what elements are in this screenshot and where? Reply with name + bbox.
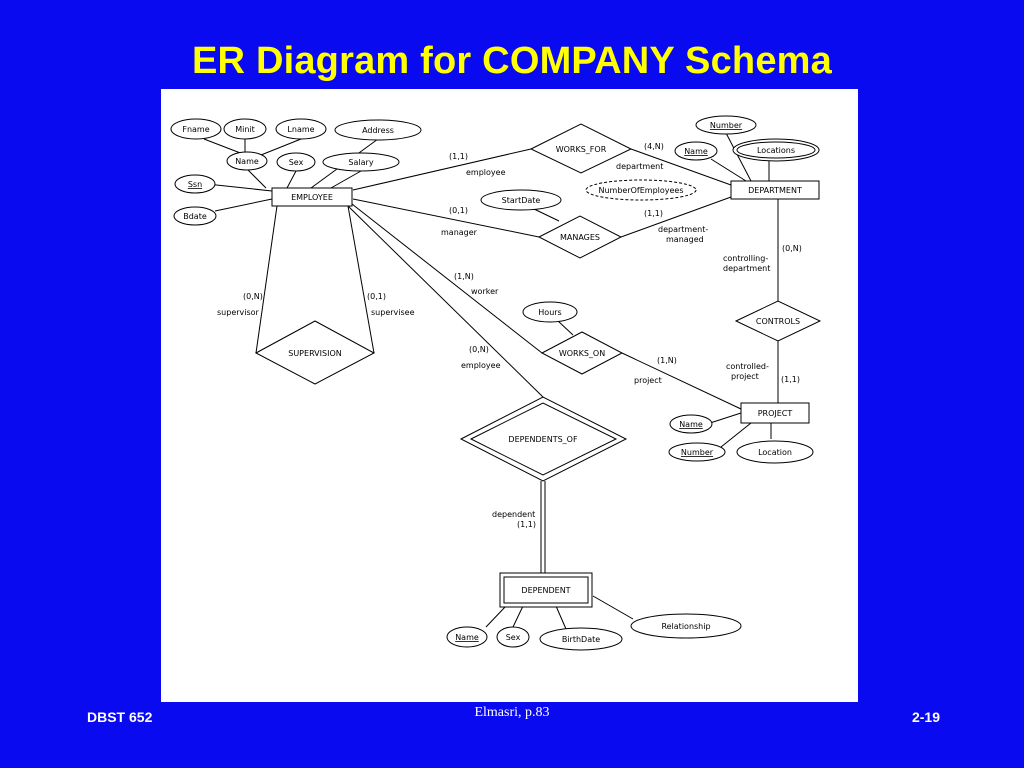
attribute-hours-label: Hours [538,308,561,317]
attribute-dep-sex: Sex [496,626,530,648]
connector-lines [203,132,779,630]
attribute-lname: Lname [275,118,327,140]
attribute-address: Address [334,119,422,141]
relationship-supervision: SUPERVISION [254,320,376,385]
footer-slide-number: 2-19 [911,709,940,725]
role-supervisor: supervisor [217,308,260,317]
relationship-works-for: WORKS_FOR [529,123,633,174]
attribute-dept-name: Name [674,141,718,161]
footer-citation: Elmasri, p.83 [474,705,550,720]
cardinality-supervision-supervisee: (0,1) [367,292,386,301]
footer-course-code: DBST 652 [87,709,153,725]
entity-dependent-label: DEPENDENT [521,586,570,595]
cardinality-controls-department: (0,N) [782,244,802,253]
cardinality-manages-department: (1,1) [644,209,663,218]
role-controlling-department-1: controlling- [723,254,768,263]
entity-department-label: DEPARTMENT [748,186,802,195]
attribute-bdate-label: Bdate [183,212,207,221]
relationship-supervision-label: SUPERVISION [288,349,342,358]
role-supervisee: supervisee [371,308,415,317]
attribute-emp-name: Name [226,151,268,171]
cardinality-works-for-department: (4,N) [644,142,664,151]
slide-title: ER Diagram for COMPANY Schema [192,40,832,82]
cardinality-dependents-of-employee: (0,N) [469,345,489,354]
attribute-proj-number: Number [668,442,726,462]
role-worker: worker [471,287,499,296]
entity-employee-label: EMPLOYEE [291,193,333,202]
role-department-managed-1: department- [658,225,708,234]
cardinality-manages-employee: (0,1) [449,206,468,215]
attribute-birth-date-label: BirthDate [562,635,600,644]
role-employee-2: employee [461,361,501,370]
attribute-proj-location-label: Location [758,448,792,457]
attribute-locations: Locations [732,138,820,162]
attribute-dept-number: Number [695,115,757,135]
role-manager: manager [441,228,478,237]
attribute-proj-number-label: Number [681,448,714,457]
cardinality-supervision-supervisor: (0,N) [243,292,263,301]
relationship-manages-label: MANAGES [560,233,600,242]
role-controlled-project-2: project [731,372,759,381]
relationship-dependents-of-label: DEPENDENTS_OF [508,435,578,444]
relationship-controls: CONTROLS [734,300,822,342]
role-controlled-project-1: controlled- [726,362,769,371]
cardinality-works-on-employee: (1,N) [454,272,474,281]
role-project: project [634,376,662,385]
attribute-start-date: StartDate [480,189,562,211]
attribute-start-date-label: StartDate [502,196,541,205]
role-employee: employee [466,168,506,177]
attribute-address-label: Address [362,126,394,135]
attribute-dep-name: Name [446,626,488,648]
attribute-emp-name-label: Name [235,157,259,166]
cardinality-dependents-of-dependent: (1,1) [517,520,536,529]
attribute-bdate: Bdate [173,206,217,226]
attribute-relationship: Relationship [630,613,742,639]
entity-department: DEPARTMENT [730,180,820,200]
relationship-works-for-label: WORKS_FOR [556,145,607,154]
cardinality-labels: (1,1) employee (4,N) department (0,1) ma… [217,142,802,529]
entity-employee: EMPLOYEE [271,187,353,207]
relationship-works-on: WORKS_ON [540,331,624,375]
role-department-managed-2: managed [666,235,704,244]
attribute-relationship-label: Relationship [661,622,710,631]
er-diagram: EMPLOYEE DEPARTMENT PROJECT DEPENDENT WO… [161,89,858,702]
entity-project-label: PROJECT [758,409,793,418]
attribute-hours: Hours [522,301,578,323]
role-dependent: dependent [492,510,535,519]
attribute-emp-sex: Sex [276,152,316,172]
entity-dependent: DEPENDENT [499,572,593,608]
attribute-fname: Fname [170,118,222,140]
attribute-emp-sex-label: Sex [289,158,304,167]
role-controlling-department-2: department [723,264,770,273]
role-department: department [616,162,663,171]
attribute-dep-sex-label: Sex [506,633,521,642]
attribute-dep-name-label: Name [455,633,479,642]
relationship-controls-label: CONTROLS [756,317,800,326]
attribute-locations-label: Locations [757,146,795,155]
attribute-dept-number-label: Number [710,121,743,130]
attribute-number-of-employees-label: NumberOfEmployees [598,186,683,195]
attribute-salary: Salary [322,152,400,172]
cardinality-controls-project: (1,1) [781,375,800,384]
entity-project: PROJECT [740,402,810,424]
cardinality-works-on-project: (1,N) [657,356,677,365]
attribute-ssn: Ssn [174,174,216,194]
attribute-birth-date: BirthDate [539,627,623,651]
attribute-minit-label: Minit [235,125,255,134]
cardinality-works-for-employee: (1,1) [449,152,468,161]
attribute-proj-name-label: Name [679,420,703,429]
attribute-ssn-label: Ssn [188,180,202,189]
attribute-salary-label: Salary [348,158,373,167]
attribute-proj-name: Name [669,414,713,434]
attribute-minit: Minit [223,118,267,140]
attribute-lname-label: Lname [287,125,314,134]
attribute-dept-name-label: Name [684,147,708,156]
relationship-works-on-label: WORKS_ON [559,349,605,358]
attribute-fname-label: Fname [182,125,209,134]
attribute-number-of-employees: NumberOfEmployees [585,179,697,201]
relationship-manages: MANAGES [537,215,623,259]
attribute-proj-location: Location [736,440,814,464]
relationship-dependents-of: DEPENDENTS_OF [459,396,628,482]
